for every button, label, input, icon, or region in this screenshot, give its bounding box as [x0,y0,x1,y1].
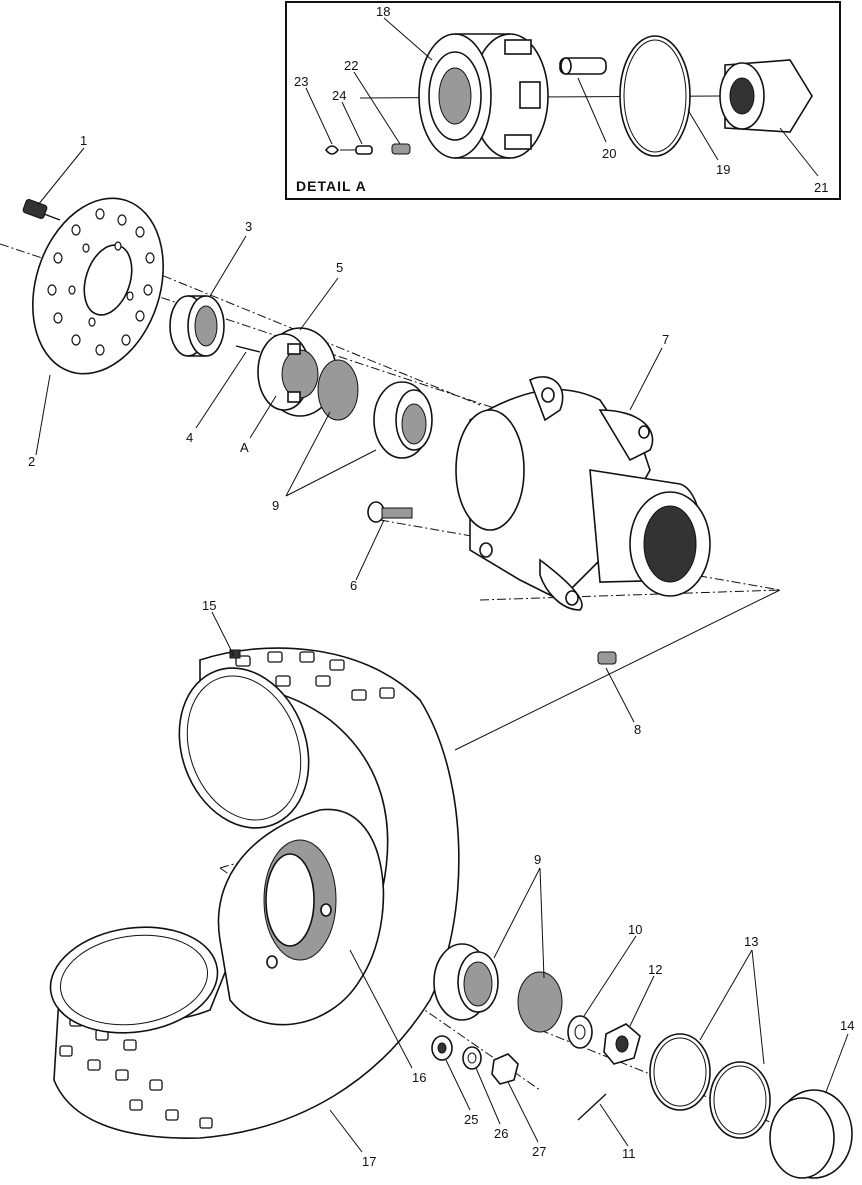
label-14: 14 [840,1018,854,1033]
label-2: 2 [28,454,35,469]
label-8: 8 [634,722,641,737]
label-12: 12 [648,962,662,977]
label-20: 20 [602,146,616,161]
label-26: 26 [494,1126,508,1141]
part-9-bearing-upper [317,359,433,459]
part-15-wheel-outer-half [178,649,310,829]
part-11-cotter-pin [577,1093,607,1121]
label-10: 10 [628,922,642,937]
part-22-spring [391,143,411,155]
part-3-bearing-cup [169,295,225,357]
part-25-washer [431,1035,453,1061]
label-4: 4 [186,430,193,445]
part-1-bolt [22,199,61,221]
part-16-wheel-inner-half [217,808,385,1026]
wheel-rim-lower [49,926,219,1034]
detail-a-title: DETAIL A [296,178,367,194]
part-27-nut [491,1053,519,1085]
label-3: 3 [245,219,252,234]
part-26-lock-washer [462,1046,482,1070]
label-5: 5 [336,260,343,275]
label-15: 15 [202,598,216,613]
label-17: 17 [362,1154,376,1169]
label-13: 13 [744,934,758,949]
part-13-o-ring-a [649,1033,711,1111]
part-4-pin [235,345,261,353]
part-20-pin [559,57,607,75]
label-25: 25 [464,1112,478,1127]
part-24-plunger [355,145,373,155]
label-22: 22 [344,58,358,73]
label-6: 6 [350,578,357,593]
label-27: 27 [532,1144,546,1159]
label-23: 23 [294,74,308,89]
part-18-carrier [418,33,549,159]
label-16: 16 [412,1070,426,1085]
label-1: 1 [80,133,87,148]
part-17-tire [53,647,460,1139]
label-a: A [240,440,249,455]
part-6-bolt [367,501,413,523]
part-2-brake-disc [32,197,164,375]
part-7-hub-housing [455,376,711,611]
part-21-knob [719,59,813,133]
label-9-upper: 9 [272,498,279,513]
callout-labels: 1 2 3 4 5 6 7 8 9 9 10 11 12 13 14 15 16… [28,4,854,1169]
part-12-castle-nut [603,1023,641,1065]
label-24: 24 [332,88,346,103]
part-8-set-screw [597,651,617,665]
label-18: 18 [376,4,390,19]
part-23-ball [324,145,340,155]
label-9-lower: 9 [534,852,541,867]
label-7: 7 [662,332,669,347]
label-19: 19 [716,162,730,177]
part-10-washer [567,1015,593,1049]
part-9-bearing-lower [433,943,563,1033]
part-14-hub-cap [769,1089,853,1179]
part-5-hub-assembly [257,327,337,417]
part-19-o-ring [619,35,691,157]
label-11: 11 [622,1146,636,1161]
detail-a-inset: DETAIL A [285,1,841,200]
part-13-o-ring-b [709,1061,771,1139]
label-21: 21 [814,180,828,195]
